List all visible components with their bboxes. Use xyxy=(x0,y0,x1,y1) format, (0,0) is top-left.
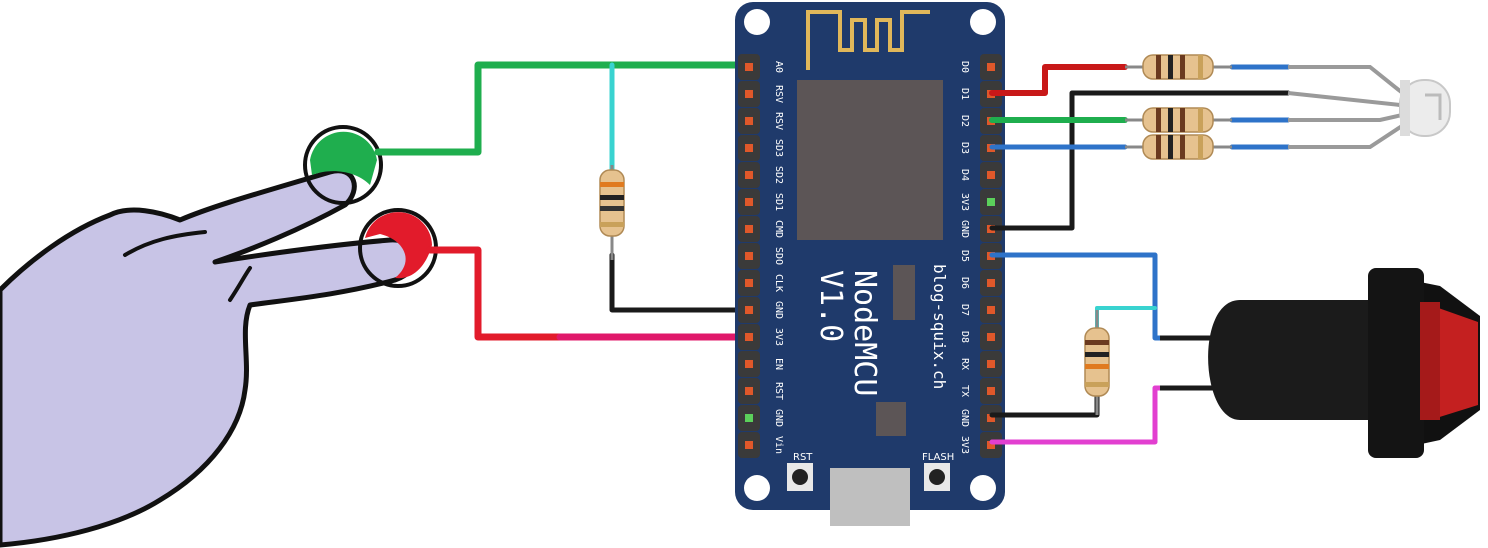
push-button xyxy=(1160,268,1480,458)
resistor-button xyxy=(1084,310,1110,415)
pin-label-right: D2 xyxy=(959,115,970,127)
pin-left xyxy=(738,405,760,431)
resistor-blue-channel xyxy=(1125,134,1232,160)
pin-left xyxy=(738,216,760,242)
wire-red-d1 xyxy=(989,64,1128,96)
pin-left xyxy=(738,432,760,458)
flash-button-label: FLASH xyxy=(922,452,954,463)
pin-left xyxy=(738,189,760,215)
wire-black-gnd-left xyxy=(609,252,751,313)
nodemcu-board: NodeMCU V1.0 blog-squix.ch RST FLASH xyxy=(735,2,1005,526)
pin-right xyxy=(980,432,1002,458)
pin-label-right: GND xyxy=(959,409,970,427)
pin-left xyxy=(738,324,760,350)
pin-label-left: SD3 xyxy=(773,139,784,157)
pin-left xyxy=(738,54,760,80)
pin-label-right: 3V3 xyxy=(959,193,970,211)
pin-label-right: GND xyxy=(959,220,970,238)
pin-right xyxy=(980,297,1002,323)
wire-black-gnd-led xyxy=(989,90,1291,231)
pin-label-left: CLK xyxy=(773,274,784,292)
pin-left xyxy=(738,162,760,188)
pin-label-left: RST xyxy=(773,382,784,400)
rgb-led xyxy=(1287,65,1451,149)
pin-label-right: D3 xyxy=(959,142,970,154)
pin-label-right: D0 xyxy=(959,61,970,73)
wires-left xyxy=(374,61,752,341)
pin-right xyxy=(980,54,1002,80)
pin-left xyxy=(738,81,760,107)
pin-label-left: GND xyxy=(773,409,784,427)
pin-label-left: RSV xyxy=(773,112,784,130)
pin-label-left: EN xyxy=(773,358,784,370)
resistor-red-channel xyxy=(1125,54,1232,80)
pin-right xyxy=(980,324,1002,350)
pin-header-left xyxy=(738,54,760,458)
pin-label-left: Vin xyxy=(773,436,784,454)
wire-green-a0 xyxy=(374,61,752,156)
pin-right xyxy=(980,189,1002,215)
pin-right xyxy=(980,378,1002,404)
pin-label-right: TX xyxy=(959,385,970,397)
pin-left xyxy=(738,108,760,134)
resistor-green-channel xyxy=(1125,107,1232,133)
rst-button-label: RST xyxy=(793,452,813,463)
pin-label-right: 3V3 xyxy=(959,436,970,454)
pin-label-right: D4 xyxy=(959,169,970,181)
pin-label-right: RX xyxy=(959,358,970,370)
pin-label-right: D8 xyxy=(959,331,970,343)
wire-red-3v3 xyxy=(426,246,752,341)
hand-illustration xyxy=(0,168,418,548)
pin-left xyxy=(738,135,760,161)
pin-label-left: GND xyxy=(773,301,784,319)
pin-left xyxy=(738,378,760,404)
pin-label-right: D5 xyxy=(959,250,970,262)
pin-label-left: 3V3 xyxy=(773,328,784,346)
pin-right xyxy=(980,351,1002,377)
pin-left xyxy=(738,351,760,377)
wire-black-gnd-btn xyxy=(989,392,1100,418)
wire-cyan-btn xyxy=(1095,306,1157,332)
wire-blue-d5 xyxy=(989,252,1188,341)
pin-label-right: D1 xyxy=(959,88,970,100)
pin-label-right: D7 xyxy=(959,304,970,316)
pin-label-left: SD1 xyxy=(773,193,784,211)
pin-left xyxy=(738,243,760,269)
pin-label-left: A0 xyxy=(773,61,784,73)
resistor-left xyxy=(599,165,625,260)
touch-pad-green xyxy=(303,125,383,205)
pin-right xyxy=(980,270,1002,296)
pin-right xyxy=(980,162,1002,188)
pin-label-left: CMD xyxy=(773,220,784,238)
board-version: V1.0 xyxy=(813,270,848,342)
pin-right xyxy=(980,405,1002,431)
pin-label-left: RSV xyxy=(773,85,784,103)
pin-left xyxy=(738,270,760,296)
pin-left xyxy=(738,297,760,323)
board-name: NodeMCU xyxy=(847,270,882,396)
pin-label-right: D6 xyxy=(959,277,970,289)
pin-label-left: SD2 xyxy=(773,166,784,184)
board-website: blog-squix.ch xyxy=(930,264,949,389)
pin-label-left: SDO xyxy=(773,247,784,265)
